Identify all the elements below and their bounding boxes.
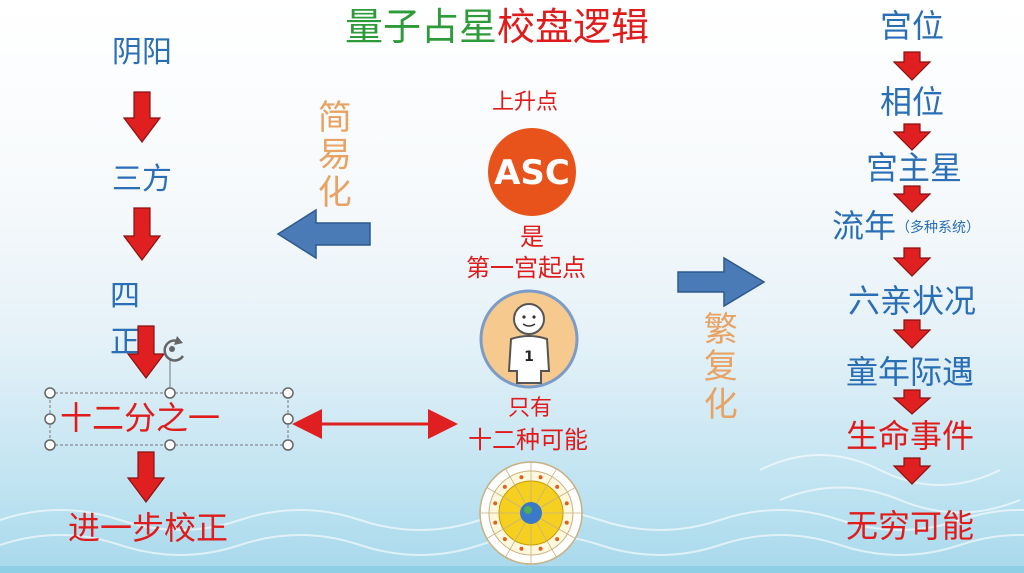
right-step-aspects: 相位: [880, 83, 945, 121]
zodiac-spoke: [536, 522, 557, 558]
zodiac-sign-dot: [555, 484, 560, 489]
asc-logo-text: ASC: [494, 153, 570, 193]
resize-handle-ne[interactable]: [282, 387, 294, 399]
resize-handle-n[interactable]: [164, 387, 176, 399]
zodiac-spoke: [486, 518, 522, 539]
zodiac-sign-dot: [538, 475, 543, 480]
left-step-four-b: 正: [110, 325, 140, 360]
zodiac-sign-dot: [564, 520, 569, 525]
zodiac-sign-dot: [564, 501, 569, 506]
right-down-arrow-1: [892, 51, 932, 81]
simplify-arrow: [276, 208, 371, 260]
resize-handle-e[interactable]: [282, 413, 294, 425]
resize-handle-sw[interactable]: [44, 439, 56, 451]
right-down-arrow-4: [892, 247, 932, 277]
resize-handle-w[interactable]: [44, 413, 56, 425]
zodiac-spoke: [540, 487, 576, 508]
is-label: 是: [520, 223, 544, 251]
transits-note: （多种系统）: [896, 220, 981, 236]
resize-handle-s[interactable]: [164, 439, 176, 451]
left-step-three-directions: 三方: [112, 162, 172, 197]
right-down-arrow-6: [892, 389, 932, 415]
left-step-four-a: 四: [110, 279, 140, 314]
ascendant-label: 上升点: [492, 90, 559, 115]
zodiac-sign-dot: [493, 520, 498, 525]
left-step-twelfth: 十二分之一: [60, 399, 221, 437]
rotate-handle-icon[interactable]: [163, 336, 185, 362]
right-down-arrow-3: [892, 185, 932, 213]
zodiac-spoke: [505, 522, 526, 558]
simplify-label: 简易化: [317, 98, 352, 213]
zodiac-wheel-icon: [479, 461, 583, 565]
left-step-yinyang: 阴阳: [112, 35, 172, 70]
zodiac-sign-dot: [538, 546, 543, 551]
zodiac-sign-dot: [519, 475, 524, 480]
right-step-family-status: 六亲状况: [848, 282, 977, 320]
zodiac-sign-dot: [555, 537, 560, 542]
down-arrow-1: [122, 91, 162, 143]
resize-handle-nw[interactable]: [44, 387, 56, 399]
resize-handle-se[interactable]: [282, 439, 294, 451]
selection-box[interactable]: [44, 336, 294, 451]
slide-title: 量子占星校盘逻辑: [345, 8, 649, 46]
twelve-possibilities-label: 十二种可能: [468, 426, 588, 454]
only-label: 只有: [508, 396, 553, 421]
title-part-red: 校盘逻辑: [497, 5, 650, 49]
down-arrow-2: [122, 207, 162, 261]
zodiac-spoke: [536, 468, 557, 504]
stick-figure-icon: 1: [479, 289, 579, 389]
title-part-green: 量子占星: [345, 5, 498, 49]
right-down-arrow-7: [892, 457, 932, 485]
left-step-further-correction: 进一步校正: [68, 509, 229, 547]
right-down-arrow-2: [892, 123, 932, 151]
zodiac-sign-dot: [502, 484, 507, 489]
complexify-arrow: [677, 256, 766, 308]
complexify-label: 繁复化: [703, 310, 738, 425]
transits-label: 流年: [832, 207, 897, 245]
zodiac-sign-dot: [502, 537, 507, 542]
zodiac-sign-dot: [493, 501, 498, 506]
right-step-house-ruler: 宫主星: [866, 149, 963, 187]
first-house-start-label: 第一宫起点: [466, 254, 586, 282]
zodiac-sign-dot: [519, 546, 524, 551]
right-step-childhood: 童年际遇: [846, 353, 975, 391]
right-step-infinite-possibilities: 无穷可能: [846, 507, 975, 545]
down-arrow-3: [126, 325, 166, 379]
zodiac-spoke: [540, 518, 576, 539]
down-arrow-4: [126, 451, 166, 503]
right-step-transits: 流年（多种系统）: [832, 210, 980, 242]
zodiac-spoke: [505, 468, 526, 504]
right-down-arrow-5: [892, 319, 932, 349]
zodiac-spoke: [486, 487, 522, 508]
asc-logo-icon: ASC: [488, 128, 576, 216]
right-step-houses: 宫位: [880, 7, 945, 45]
right-step-life-events: 生命事件: [846, 417, 975, 455]
figure-number: 1: [524, 349, 534, 365]
